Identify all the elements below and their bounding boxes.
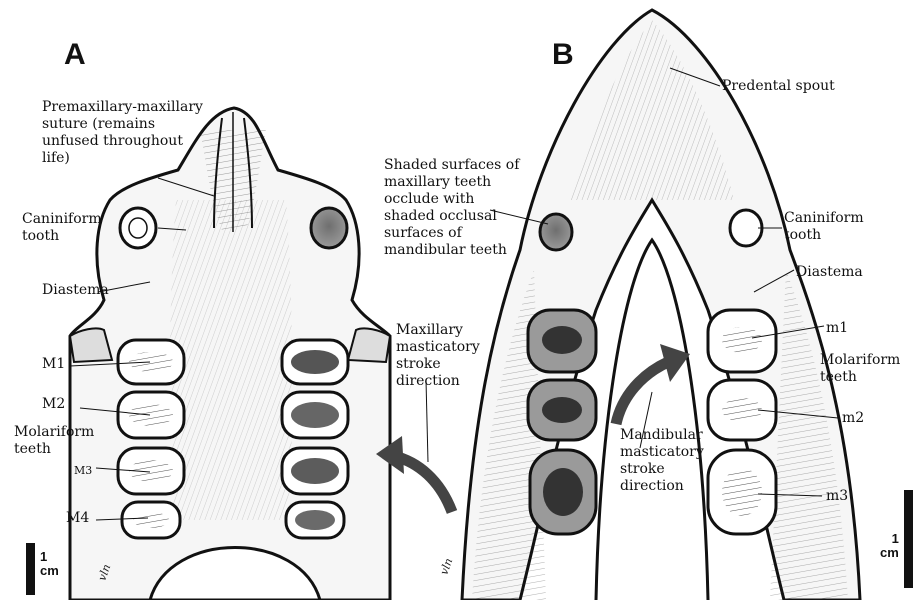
label-m3-lower: m3 (826, 488, 848, 505)
label-predental-spout: Predental spout (722, 78, 835, 95)
scale-label-a: 1 cm (40, 550, 59, 578)
label-m1-upper: M1 (42, 356, 65, 373)
mandibular-molars-left-shaded (528, 310, 596, 534)
label-molariform-teeth-a: Molariform teeth (14, 424, 104, 458)
label-diastema-a: Diastema (42, 282, 109, 299)
scale-bar-a (26, 543, 35, 595)
caniniform-tooth-right-shaded (311, 208, 347, 248)
label-m1-lower: m1 (826, 320, 848, 337)
scale-bar-b (904, 490, 913, 588)
label-suture: Premaxillary-maxillary suture (remains u… (42, 99, 252, 167)
mandibular-molars-right (708, 310, 776, 534)
panel-label-a: A (64, 38, 86, 72)
label-m2-upper: M2 (42, 396, 65, 413)
label-molariform-teeth-b: Molariform teeth (820, 352, 910, 386)
label-diastema-b: Diastema (796, 264, 863, 281)
label-m4-upper: M4 (66, 510, 89, 527)
mandibular-caniniform-left-shaded (540, 214, 572, 250)
label-caniniform-tooth-a: Caniniform tooth (22, 211, 122, 245)
label-mandibular-stroke-direction: Mandibular masticatory stroke direction (620, 427, 720, 495)
label-m3-upper: M3 (74, 462, 92, 479)
label-caniniform-tooth-b: Caniniform tooth (784, 210, 874, 244)
mandible-drawing (462, 10, 860, 600)
panel-label-b: B (552, 38, 574, 72)
mandibular-caniniform-right (730, 210, 762, 246)
label-maxillary-stroke-direction: Maxillary masticatory stroke direction (396, 322, 506, 390)
label-m2-lower: m2 (842, 410, 864, 427)
scale-label-b: 1 cm (880, 532, 899, 560)
label-shaded-surfaces: Shaded surfaces of maxillary teeth occlu… (384, 157, 544, 259)
